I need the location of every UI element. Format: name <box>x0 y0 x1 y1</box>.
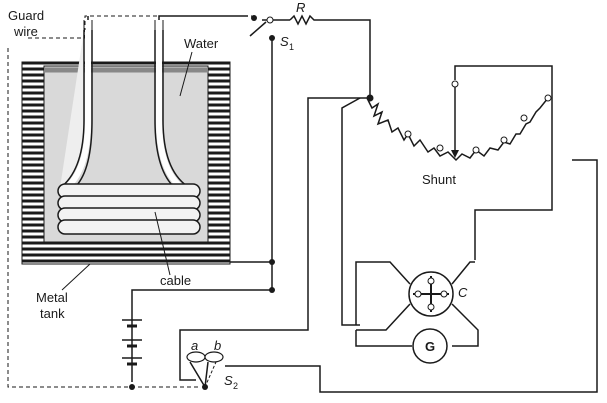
contact-a-label: a <box>191 338 198 353</box>
resistor-r-label: R <box>296 0 305 15</box>
shunt-resistor <box>366 80 552 162</box>
commutator-c-label: C <box>458 285 468 300</box>
galvanometer <box>355 328 448 364</box>
water-label: Water <box>184 36 219 51</box>
battery <box>122 319 142 390</box>
switch-s2-subscript: 2 <box>233 381 238 391</box>
junctions <box>269 259 275 293</box>
shunt-label: Shunt <box>422 172 456 187</box>
switch-s2-label: S <box>224 373 233 388</box>
metal-tank-label-1: Metal <box>36 290 68 305</box>
commutator-c <box>355 261 479 347</box>
guard-wire-label-2: wire <box>13 24 38 39</box>
switch-s1-subscript: 1 <box>289 42 294 52</box>
guard-wire-label-1: Guard <box>8 8 44 23</box>
galvanometer-g-label: G <box>425 339 435 354</box>
switch-s1 <box>251 15 275 41</box>
contact-b-label: b <box>214 338 221 353</box>
switch-s1-label: S <box>280 34 289 49</box>
switch-s2 <box>186 351 224 390</box>
cable-coil <box>57 20 201 235</box>
pointer-lines <box>61 51 193 291</box>
metal-tank-label-2: tank <box>40 306 65 321</box>
cable-label: cable <box>160 273 191 288</box>
